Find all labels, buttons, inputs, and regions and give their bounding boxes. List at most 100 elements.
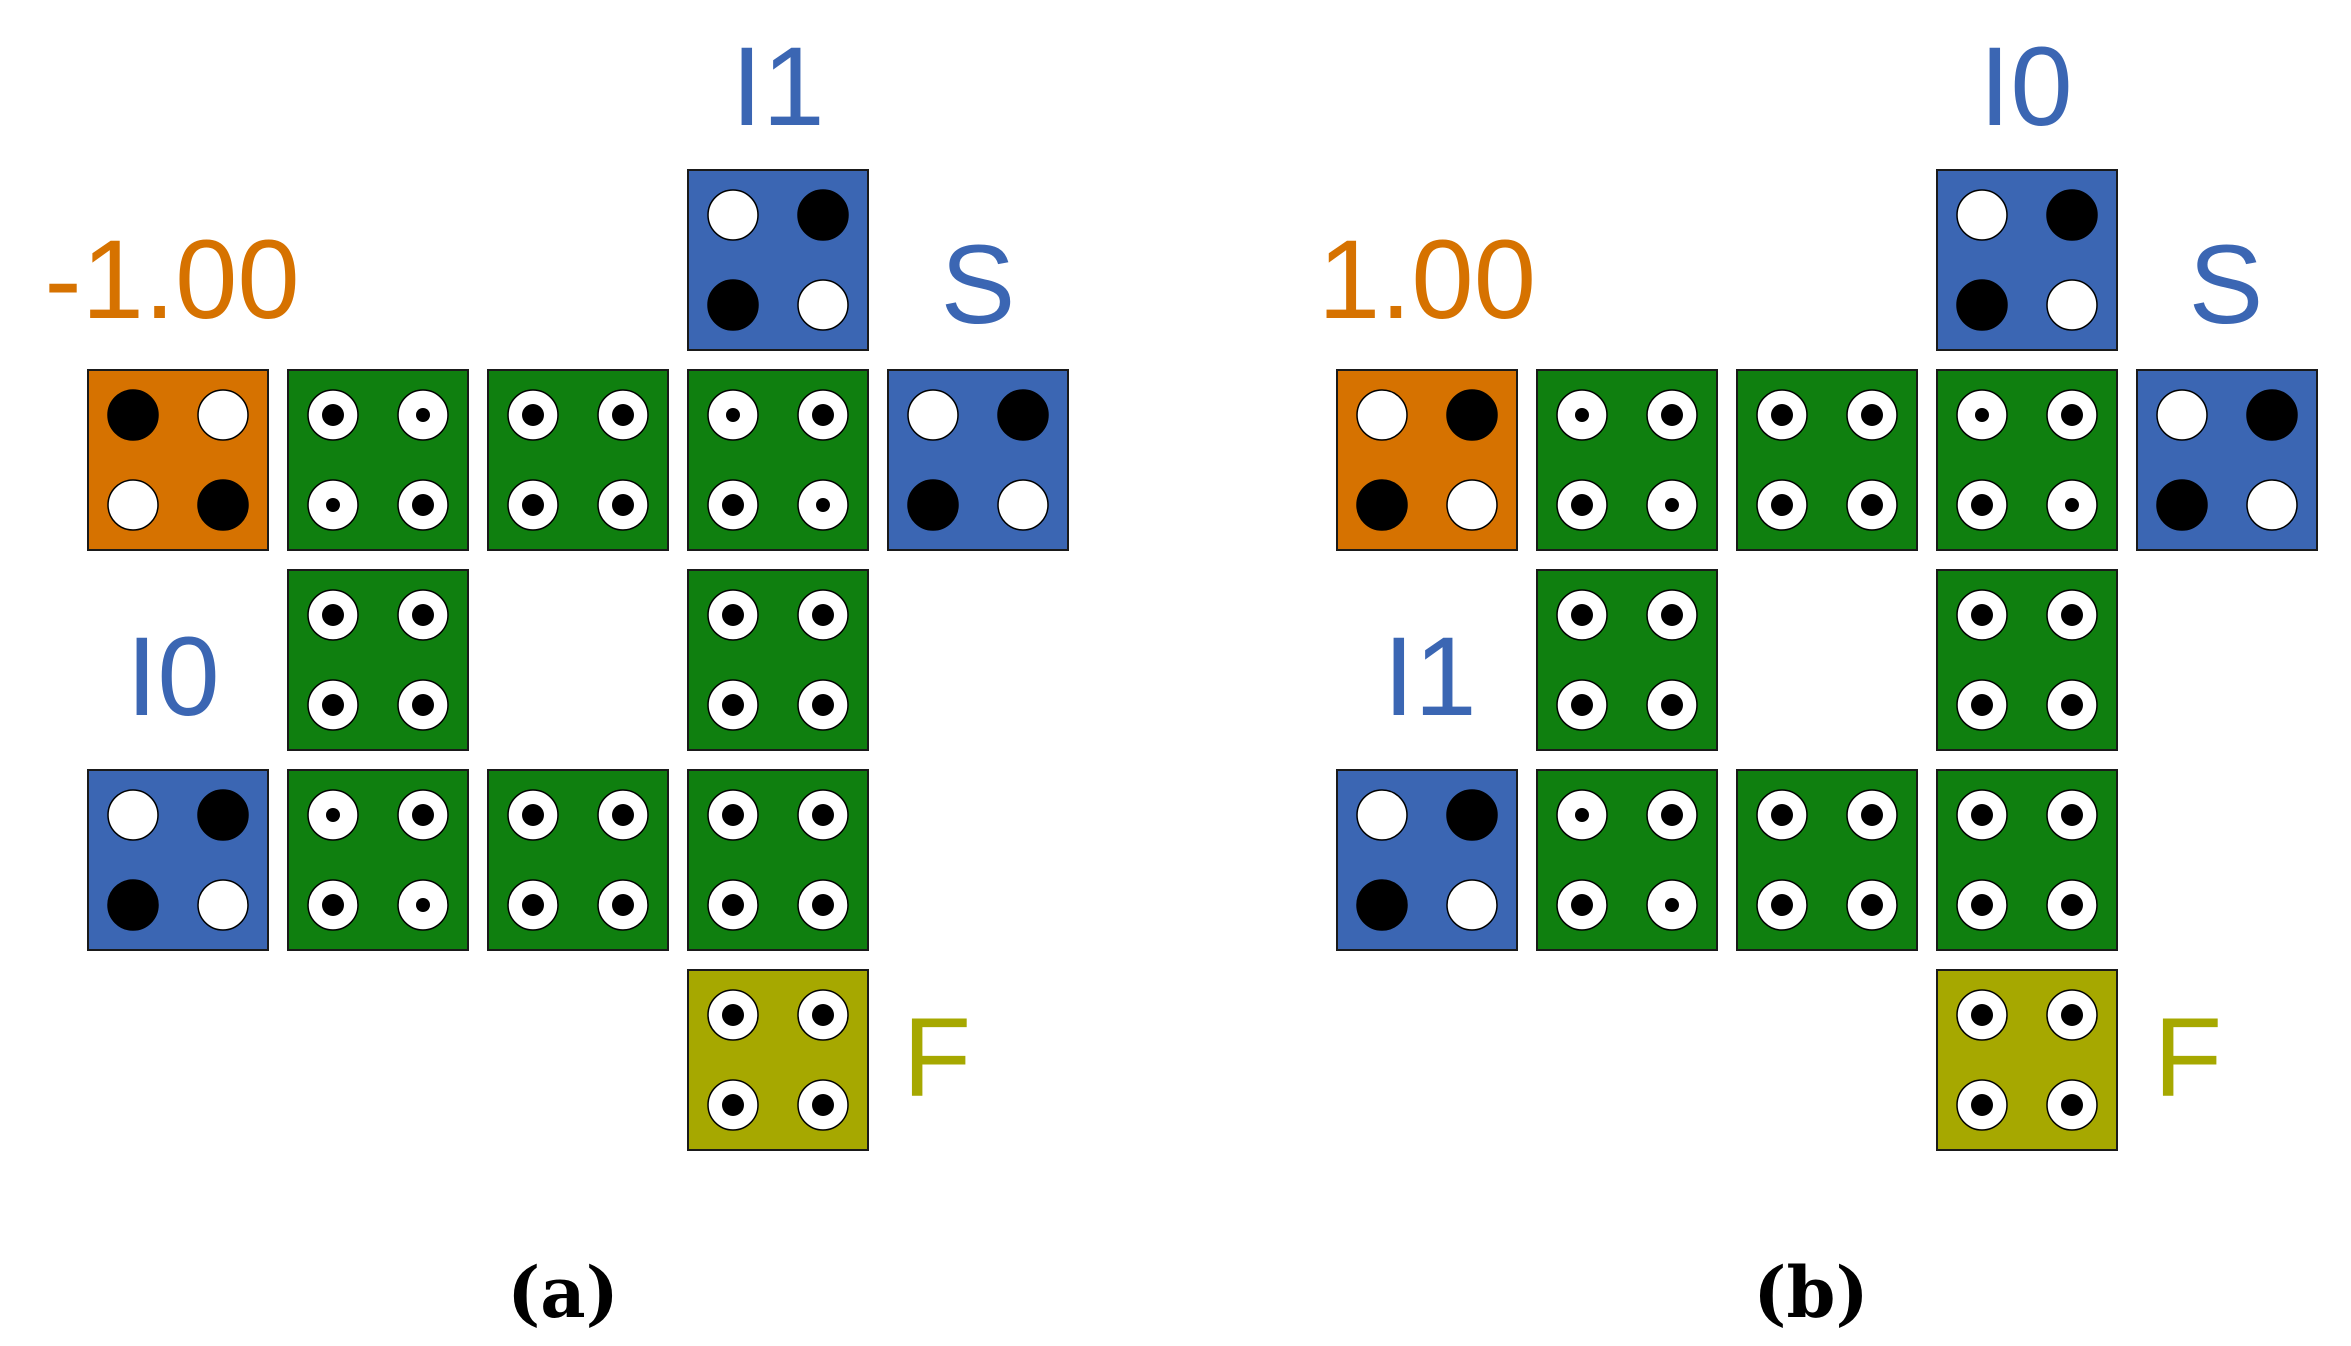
top-input-label: I1 [731,24,824,149]
ring-center [2061,804,2083,826]
ring-center [2061,604,2083,626]
ring-center [522,804,544,826]
tile [1536,569,1718,751]
left-input-label: I0 [126,614,219,739]
black-dot [2156,479,2208,531]
ring-center [812,604,834,626]
white-dot [2246,479,2298,531]
ring-center [1665,898,1679,912]
white-dot [907,389,959,441]
fixed-label: F [903,995,971,1120]
tile [1936,969,2118,1151]
ring-center [1771,494,1793,516]
ring-center [412,694,434,716]
output-label: S [2189,222,2264,347]
ring-center [412,604,434,626]
top-input-label: I0 [1979,24,2072,149]
ring-center [812,1094,834,1116]
ring-center [322,894,344,916]
ring-center [1571,694,1593,716]
left-input-label: I1 [1383,614,1476,739]
ring-center [412,804,434,826]
value-label: 1.00 [1318,217,1536,342]
ring-center [1971,604,1993,626]
ring-center [726,408,740,422]
ring-center [2061,694,2083,716]
white-dot [1956,189,2008,241]
ring-center [1661,404,1683,426]
ring-center [722,1094,744,1116]
ring-center [412,494,434,516]
ring-center [1975,408,1989,422]
white-dot [2046,279,2098,331]
ring-center [1861,494,1883,516]
ring-center [1861,804,1883,826]
tile [687,569,869,751]
ring-center [416,408,430,422]
ring-center [322,604,344,626]
ring-center [1571,894,1593,916]
tile [687,169,869,351]
ring-center [1661,804,1683,826]
ring-center [522,894,544,916]
ring-center [722,1004,744,1026]
black-dot [997,389,1049,441]
panel-caption: (b) [1753,1251,1868,1334]
tile [687,369,869,551]
black-dot [1446,389,1498,441]
black-dot [107,389,159,441]
tile [1336,769,1518,951]
tile [487,369,669,551]
ring-center [1665,498,1679,512]
tile [1536,769,1718,951]
ring-center [612,494,634,516]
tile [1736,369,1918,551]
ring-center [1575,408,1589,422]
ring-center [612,894,634,916]
black-dot [2246,389,2298,441]
ring-center [812,894,834,916]
tile [1936,369,2118,551]
black-dot [1356,479,1408,531]
tile [87,769,269,951]
white-dot [1446,879,1498,931]
ring-center [812,404,834,426]
white-dot [1356,389,1408,441]
ring-center [1971,1094,1993,1116]
tile [487,769,669,951]
ring-center [1661,694,1683,716]
panel-caption: (a) [507,1251,619,1334]
tile [87,369,269,551]
tile [687,769,869,951]
white-dot [997,479,1049,531]
ring-center [522,494,544,516]
ring-center [1971,894,1993,916]
white-dot [1356,789,1408,841]
panel-a: -1.00 I1 S I0 F (a) [44,24,1069,1334]
ring-center [1971,804,1993,826]
ring-center [2065,498,2079,512]
black-dot [1956,279,2008,331]
fixed-label: F [2154,995,2222,1120]
tile [1936,769,2118,951]
black-dot [1446,789,1498,841]
ring-center [812,1004,834,1026]
black-dot [197,789,249,841]
white-dot [197,879,249,931]
panel-a-tiles [87,169,1069,1151]
tile [287,569,469,751]
ring-center [1971,494,1993,516]
ring-center [1771,894,1793,916]
white-dot [2156,389,2208,441]
ring-center [326,498,340,512]
white-dot [797,279,849,331]
tile [2136,369,2318,551]
tile [1336,369,1518,551]
ring-center [2061,894,2083,916]
ring-center [1571,604,1593,626]
black-dot [197,479,249,531]
ring-center [816,498,830,512]
tile [1936,169,2118,351]
tile [287,369,469,551]
